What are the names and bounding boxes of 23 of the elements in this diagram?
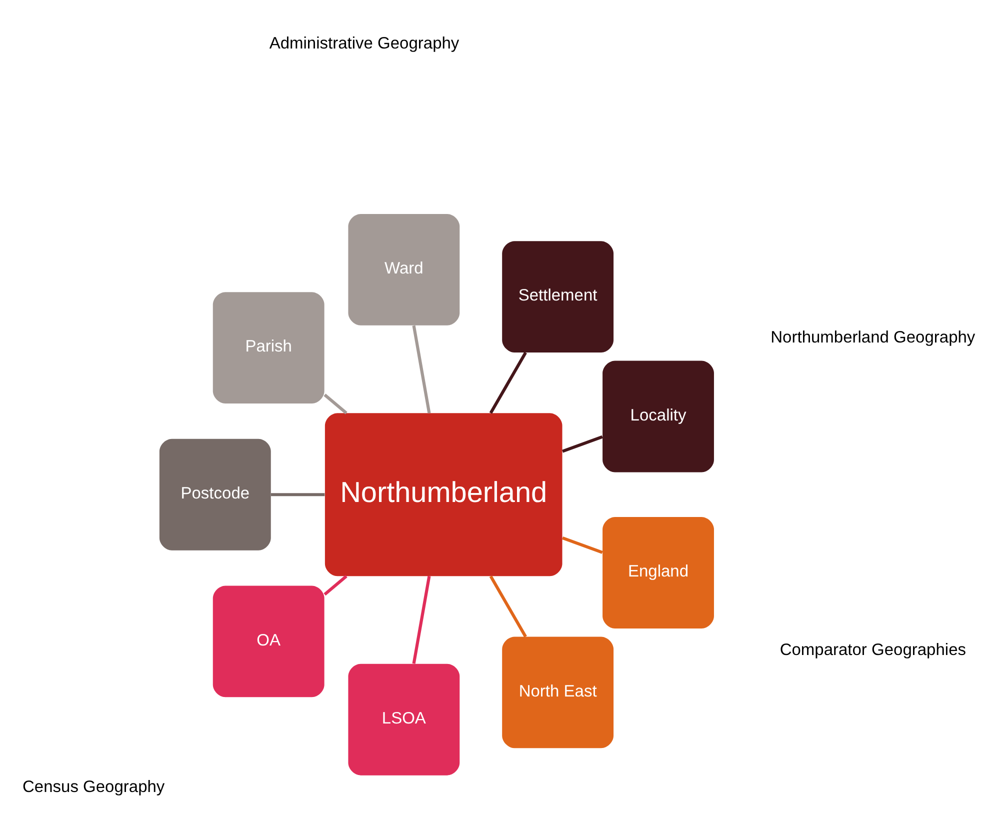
connector (488, 351, 526, 414)
connector (412, 575, 430, 664)
node-box: Ward (348, 213, 460, 325)
connector (562, 434, 602, 452)
node-box: England (602, 516, 714, 628)
node-box: Locality (602, 360, 714, 472)
node-box: Settlement (502, 240, 614, 352)
node-box: North East (502, 636, 614, 748)
connector (323, 574, 347, 596)
node-box: OA (212, 585, 324, 697)
label: Administrative Geography (268, 34, 459, 52)
node-box: Parish (212, 292, 324, 403)
label: Census Geography (22, 778, 164, 796)
node-box: Postcode (158, 438, 270, 550)
connector (562, 536, 602, 554)
connector (488, 574, 526, 637)
label: Northumberland Geography (770, 328, 975, 346)
connector (323, 393, 347, 414)
connector (270, 492, 324, 496)
connector (412, 324, 430, 413)
label: Comparator Geographies (779, 640, 966, 658)
node-box: Northumberland (324, 412, 562, 576)
node-box: LSOA (348, 663, 460, 775)
